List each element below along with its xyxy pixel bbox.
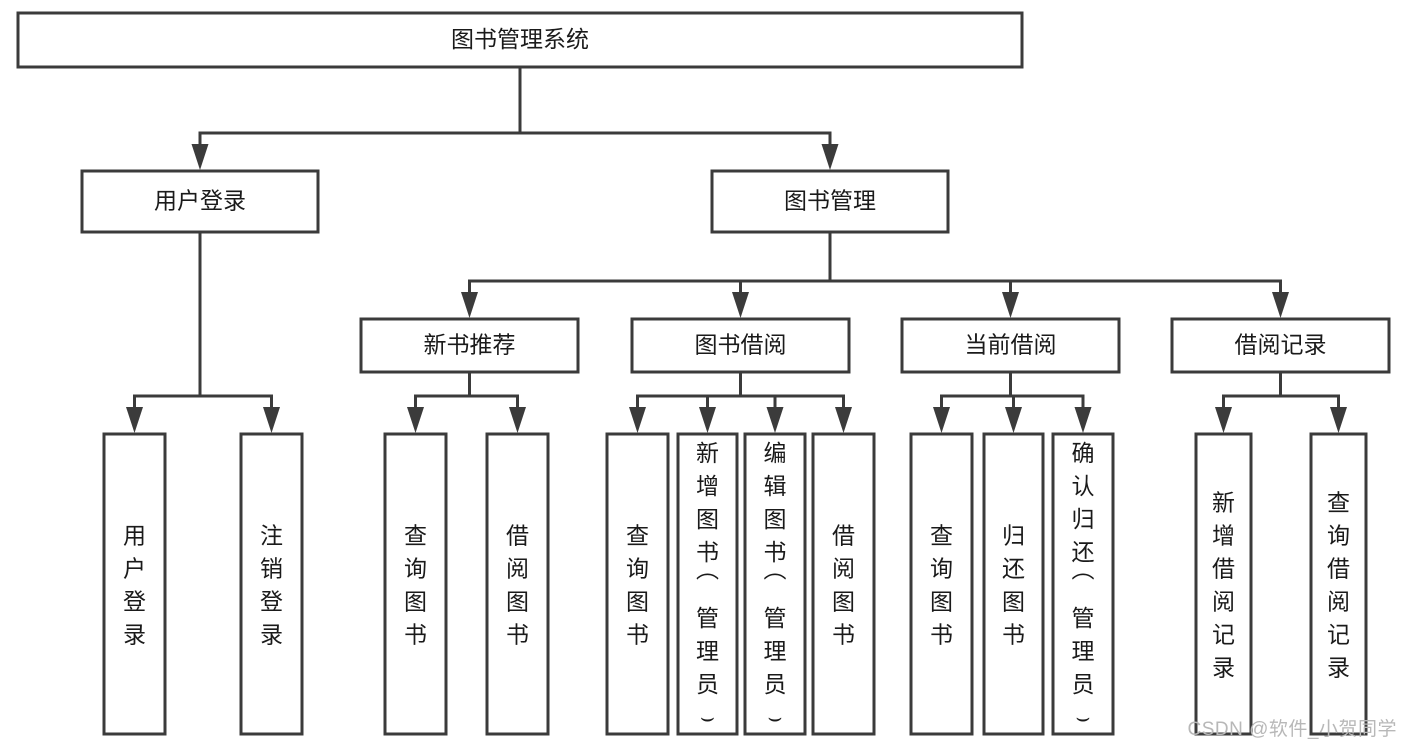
node-l-userlogin[interactable]: 用户登录 <box>102 432 167 736</box>
node-box <box>1170 317 1391 374</box>
node-label: 当前借阅 <box>965 332 1057 358</box>
edge-group-from-bookmgmt <box>461 230 1289 318</box>
node-l-nb-borrow[interactable]: 借阅图书 <box>485 432 550 736</box>
node-box <box>485 432 550 736</box>
edge-group-from-newbook <box>407 370 526 433</box>
arrow-head-icon <box>126 407 143 433</box>
node-box <box>982 432 1045 736</box>
node-label: 查询图书 <box>626 523 649 648</box>
node-l-rec-add[interactable]: 新增借阅记录 <box>1194 432 1253 736</box>
node-box <box>16 11 1024 69</box>
edge-group-from-root <box>191 65 839 170</box>
node-box <box>710 169 950 234</box>
node-bookmgmt[interactable]: 图书管理 <box>710 169 950 234</box>
node-label: 查询图书 <box>930 523 953 648</box>
node-label: 用户登录 <box>123 523 146 648</box>
node-box <box>383 432 448 736</box>
node-label: 查询图书 <box>404 523 427 648</box>
arrow-head-icon <box>835 407 852 433</box>
node-l-cb-query[interactable]: 查询图书 <box>909 432 974 736</box>
node-box <box>239 432 304 736</box>
node-label: 新书推荐 <box>424 332 516 358</box>
arrow-head-icon <box>1272 292 1289 318</box>
arrow-head-icon <box>732 292 749 318</box>
node-box <box>1051 432 1115 736</box>
node-l-bq-edit[interactable]: 编辑图书⌒管理员⌣ <box>743 432 807 736</box>
node-box <box>1309 432 1368 736</box>
node-label: 确认归还⌒管理员⌣ <box>1072 440 1095 730</box>
node-label: 新增图书⌒管理员⌣ <box>696 440 719 730</box>
arrow-head-icon <box>191 144 209 170</box>
node-label: 图书借阅 <box>695 332 787 358</box>
arrow-head-icon <box>1215 407 1232 433</box>
node-label: 借阅图书 <box>832 523 855 648</box>
node-label: 图书管理系统 <box>451 26 589 52</box>
node-records[interactable]: 借阅记录 <box>1170 317 1391 374</box>
node-box <box>909 432 974 736</box>
node-box <box>102 432 167 736</box>
node-l-cb-confirm[interactable]: 确认归还⌒管理员⌣ <box>1051 432 1115 736</box>
edge-group-from-login <box>126 230 280 433</box>
node-l-rec-query[interactable]: 查询借阅记录 <box>1309 432 1368 736</box>
node-box <box>676 432 739 736</box>
node-label: 归还图书 <box>1002 523 1025 648</box>
node-label: 借阅图书 <box>506 523 529 648</box>
arrow-head-icon <box>407 407 424 433</box>
node-root[interactable]: 图书管理系统 <box>16 11 1024 69</box>
arrow-head-icon <box>263 407 280 433</box>
node-login[interactable]: 用户登录 <box>80 169 320 234</box>
node-borrow[interactable]: 图书借阅 <box>630 317 851 374</box>
node-l-logout[interactable]: 注销登录 <box>239 432 304 736</box>
edge-group-from-records <box>1215 370 1347 433</box>
node-layer: 图书管理系统用户登录图书管理新书推荐图书借阅当前借阅借阅记录用户登录注销登录查询… <box>16 11 1391 736</box>
arrow-head-icon <box>1330 407 1347 433</box>
node-label: 注销登录 <box>260 523 283 648</box>
node-label: 查询借阅记录 <box>1327 490 1350 681</box>
arrow-head-icon <box>933 407 950 433</box>
node-box <box>1194 432 1253 736</box>
node-box <box>743 432 807 736</box>
node-l-bq-add[interactable]: 新增图书⌒管理员⌣ <box>676 432 739 736</box>
arrow-head-icon <box>461 292 478 318</box>
node-box <box>605 432 670 736</box>
node-current[interactable]: 当前借阅 <box>900 317 1121 374</box>
node-box <box>900 317 1121 374</box>
arrow-head-icon <box>821 144 839 170</box>
edge-group-from-current <box>933 370 1092 433</box>
node-label: 借阅记录 <box>1235 332 1327 358</box>
node-box <box>811 432 876 736</box>
node-newbook[interactable]: 新书推荐 <box>359 317 580 374</box>
node-l-bq-borrow[interactable]: 借阅图书 <box>811 432 876 736</box>
arrow-head-icon <box>1074 407 1092 433</box>
node-label: 用户登录 <box>154 188 246 214</box>
edge-group-from-borrow <box>629 370 852 433</box>
edge-layer <box>126 65 1347 433</box>
arrow-head-icon <box>1005 407 1022 433</box>
node-box <box>359 317 580 374</box>
node-l-nb-query[interactable]: 查询图书 <box>383 432 448 736</box>
node-l-bq-query[interactable]: 查询图书 <box>605 432 670 736</box>
node-label: 新增借阅记录 <box>1212 490 1235 681</box>
arrow-head-icon <box>509 407 526 433</box>
node-label: 图书管理 <box>784 188 876 214</box>
arrow-head-icon <box>1002 292 1019 318</box>
arrow-head-icon <box>629 407 646 433</box>
node-box <box>80 169 320 234</box>
arrow-head-icon <box>699 407 716 433</box>
node-l-cb-return[interactable]: 归还图书 <box>982 432 1045 736</box>
node-box <box>630 317 851 374</box>
arrow-head-icon <box>766 407 784 433</box>
node-label: 编辑图书⌒管理员⌣ <box>764 440 787 730</box>
